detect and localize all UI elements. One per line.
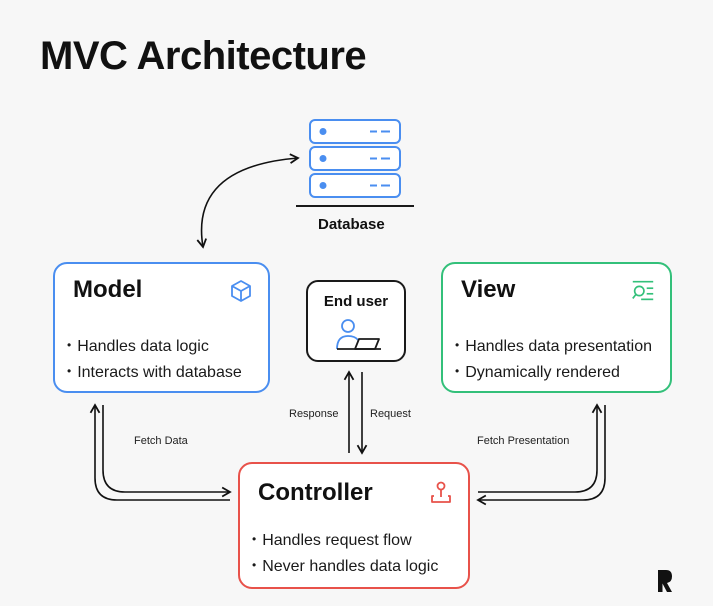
model-database-arrow — [196, 153, 300, 249]
list-item: Handles request flow — [252, 527, 438, 553]
list-item: Interacts with database — [67, 359, 242, 385]
end-user-title: End user — [323, 293, 389, 310]
request-label: Request — [370, 408, 411, 420]
diagram-title: MVC Architecture — [40, 34, 367, 78]
fetch-data-arrow-out — [102, 405, 232, 498]
list-item: Dynamically rendered — [455, 359, 652, 385]
controller-title: Controller — [258, 479, 373, 506]
list-item: Handles data logic — [67, 333, 242, 359]
model-title: Model — [73, 276, 143, 303]
controller-bullets: Handles request flow Never handles data … — [252, 527, 438, 579]
fetch-presentation-arrow-down — [476, 405, 606, 506]
user-laptop-icon — [336, 319, 381, 350]
database-icon — [296, 119, 414, 207]
fetch-data-arrow-back — [89, 403, 230, 501]
view-title: View — [461, 276, 516, 303]
model-box: Model Handles data logic Interacts with … — [53, 262, 270, 393]
list-item: Never handles data logic — [252, 553, 438, 579]
search-list-icon — [632, 280, 654, 301]
list-item: Handles data presentation — [455, 333, 652, 359]
cube-icon — [231, 280, 251, 302]
response-label: Response — [289, 408, 339, 420]
controller-box: Controller Handles request flow Never ha… — [238, 462, 470, 589]
view-bullets: Handles data presentation Dynamically re… — [455, 333, 652, 385]
view-box: View Handles data presentation Dynamical… — [441, 262, 672, 393]
database-label: Database — [318, 216, 385, 233]
end-user-box: End user — [306, 280, 406, 362]
fetch-presentation-arrow-up — [478, 403, 603, 493]
fetch-data-label: Fetch Data — [134, 435, 188, 447]
fetch-presentation-label: Fetch Presentation — [477, 435, 570, 447]
joystick-icon — [431, 481, 451, 503]
r-logo-icon — [658, 570, 672, 592]
model-bullets: Handles data logic Interacts with databa… — [67, 333, 242, 385]
